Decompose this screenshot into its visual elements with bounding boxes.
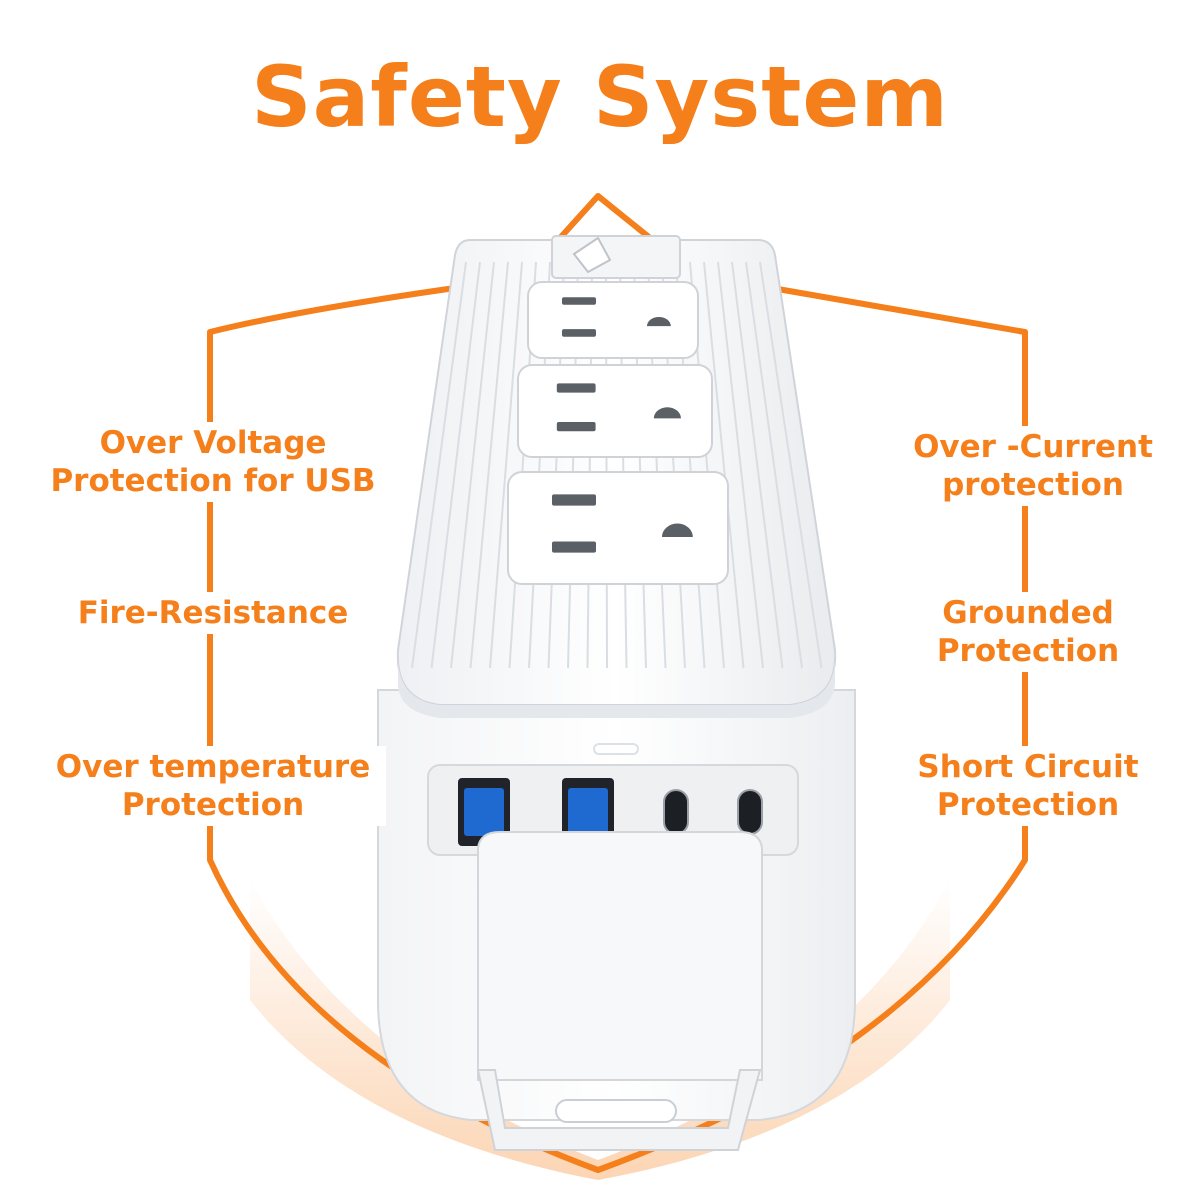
usb-a-tongue (568, 788, 608, 836)
deck-rib (450, 261, 495, 669)
deck-rib (717, 261, 764, 669)
outlet-slot-neutral (556, 422, 596, 432)
shield-outline (207, 193, 1028, 1173)
mounting-bracket (476, 1069, 762, 1151)
outlet-ground-hole (662, 523, 693, 537)
deck-rib (469, 261, 509, 669)
feature-over-current: Over -Current protection (900, 426, 1166, 506)
outlet-slot-hot (556, 383, 596, 393)
outlet-slot-neutral (562, 329, 596, 337)
deck-rib (430, 261, 481, 669)
usb-c-port (663, 789, 689, 835)
feature-line: Grounded (942, 595, 1114, 631)
feature-line: Short Circuit (917, 749, 1139, 785)
ac-outlets (507, 281, 729, 585)
feature-over-voltage-usb: Over Voltage Protection for USB (30, 422, 396, 502)
usb-ports (458, 778, 763, 846)
feature-short-circuit: Short Circuit Protection (905, 746, 1151, 826)
indicator-light (593, 743, 639, 755)
switch-rocker (572, 236, 612, 274)
ac-outlet (517, 364, 713, 458)
deck-rib (745, 261, 803, 669)
outlet-slot-hot (552, 494, 596, 506)
deck-rib (759, 261, 823, 669)
usb-a-tongue (464, 788, 504, 836)
device-top-rim (397, 650, 836, 718)
feature-grounded: Grounded Protection (910, 592, 1146, 672)
feature-line: Protection (936, 633, 1120, 669)
feature-line: Over temperature (55, 749, 371, 785)
ac-outlet (507, 471, 729, 585)
feature-line: protection (942, 467, 1124, 503)
deck-rib (703, 261, 745, 669)
usb-c-port (737, 789, 763, 835)
deck-rib (411, 261, 467, 669)
feature-line: Protection (936, 787, 1120, 823)
ac-outlet (527, 281, 699, 359)
outlet-ground-hole (646, 316, 671, 327)
feature-line: Fire-Resistance (77, 595, 349, 631)
feature-fire-resistance: Fire-Resistance (60, 592, 366, 634)
outlet-ground-hole (653, 407, 681, 419)
feature-line: Over -Current (913, 429, 1153, 465)
bracket-slot (555, 1099, 677, 1123)
deck-rib (489, 261, 523, 669)
feature-line: Protection (121, 787, 305, 823)
deck-rib (731, 261, 784, 669)
phone-holder-flap (477, 831, 763, 1081)
outlet-slot-neutral (552, 541, 596, 553)
power-switch[interactable] (551, 235, 681, 279)
feature-over-temperature: Over temperature Protection (40, 746, 386, 826)
page-title: Safety System (251, 48, 949, 146)
feature-line: Protection for USB (50, 463, 376, 499)
outlet-slot-hot (562, 297, 596, 305)
feature-line: Over Voltage (99, 425, 327, 461)
